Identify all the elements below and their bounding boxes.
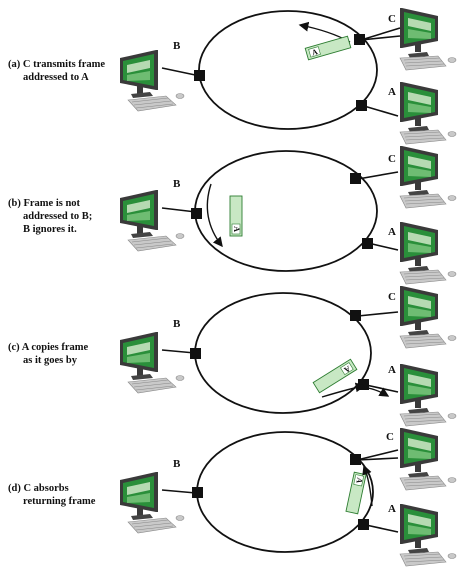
ring-interface	[358, 519, 369, 530]
station-a-label: A	[388, 86, 396, 98]
caption-line: addressed to B;	[23, 211, 93, 222]
panel-c: B C A A	[119, 285, 457, 427]
ring-interface	[354, 34, 365, 45]
frame-direction-arrow	[321, 382, 366, 398]
station-c-label: C	[386, 431, 394, 443]
station-a-label: A	[388, 364, 396, 376]
computer-icon	[399, 145, 457, 209]
station-b-label: B	[173, 40, 181, 52]
caption-line: B ignores it.	[23, 224, 77, 235]
station-link	[357, 311, 399, 317]
ring-interface	[362, 238, 373, 249]
frame: A	[304, 35, 352, 61]
station-link	[363, 105, 399, 117]
station-c-label: C	[388, 13, 396, 25]
station-link	[360, 35, 401, 41]
caption-panel-d: (d) C absorbs returning frame	[8, 482, 95, 508]
panel-b: B C A A	[119, 145, 457, 285]
ring-interface	[350, 454, 361, 465]
computer-icon	[399, 503, 457, 567]
frame-address-box	[353, 474, 365, 487]
computer-icon	[399, 363, 457, 427]
computer-icon	[399, 427, 457, 491]
frame-address-label: A	[342, 364, 352, 375]
station-c-label: C	[388, 291, 396, 303]
caption-line: returning frame	[23, 496, 96, 507]
ring-interface	[194, 70, 205, 81]
caption-panel-c: (c) A copies frame as it goes by	[8, 341, 88, 367]
ring-interface	[356, 100, 367, 111]
frame-address-label: A	[232, 226, 241, 232]
ring-interface	[190, 348, 201, 359]
caption-panel-b: (b) Frame is not addressed to B; B ignor…	[8, 197, 92, 236]
caption-line: (a) C transmits frame	[8, 59, 106, 70]
station-link	[360, 27, 401, 41]
caption-line: as it goes by	[23, 355, 77, 366]
station-b-label: B	[173, 458, 181, 470]
computer-icon	[399, 81, 457, 145]
station-a-label: A	[388, 503, 396, 515]
station-link	[161, 67, 201, 77]
ring	[194, 292, 372, 414]
frame: A	[312, 358, 358, 394]
frame-address-box	[231, 223, 241, 235]
frame-address-label: A	[354, 477, 364, 485]
frame-address-box	[340, 362, 354, 376]
caption-line: addressed to A	[23, 72, 89, 83]
computer-icon	[119, 331, 185, 394]
station-c-label: C	[388, 153, 396, 165]
copy-arrow	[367, 387, 390, 397]
frame-direction-arrow	[206, 183, 223, 248]
panel-a: B C A A	[119, 7, 457, 145]
station-link	[357, 171, 399, 180]
ring	[196, 431, 374, 553]
caption-panel-a: (a) C transmits frame addressed to A	[8, 58, 105, 84]
caption-line: (c) A copies frame	[8, 342, 89, 353]
station-link	[356, 449, 399, 461]
station-b-label: B	[173, 318, 181, 330]
ring-interface	[350, 310, 361, 321]
frame-address-box	[308, 46, 321, 58]
frame: A	[229, 195, 243, 237]
computer-icon	[119, 189, 185, 252]
station-link	[161, 349, 196, 354]
frame: A	[345, 471, 367, 515]
ring-interface	[350, 173, 361, 184]
station-a-label: A	[388, 226, 396, 238]
computer-icon	[399, 7, 457, 71]
caption-line: (b) Frame is not	[8, 198, 81, 209]
station-link	[161, 207, 197, 213]
station-link	[161, 489, 197, 494]
caption-line: (d) C absorbs	[8, 483, 69, 494]
frame-direction-arrow	[362, 464, 373, 507]
panel-d: B C A A	[119, 427, 457, 567]
computer-icon	[399, 285, 457, 349]
ring-interface	[192, 487, 203, 498]
station-link	[365, 524, 399, 533]
frame-address-label: A	[311, 47, 319, 57]
ring	[194, 150, 378, 272]
computer-icon	[119, 471, 185, 534]
computer-icon	[399, 221, 457, 285]
ring-interface	[358, 379, 369, 390]
ring-interface	[191, 208, 202, 219]
computer-icon	[119, 49, 185, 112]
station-b-label: B	[173, 178, 181, 190]
ring	[198, 10, 378, 130]
station-link	[356, 457, 399, 461]
